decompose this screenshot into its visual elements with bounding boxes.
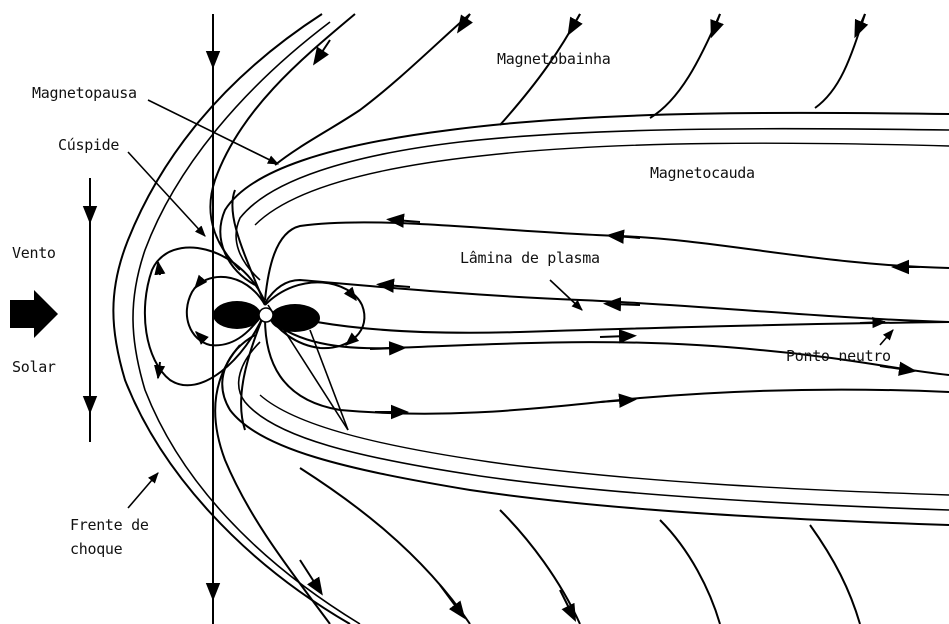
label-magnetobainha: Magnetobainha: [497, 50, 611, 68]
earth-icon: [213, 301, 320, 332]
label-cuspide: Cúspide: [58, 136, 119, 154]
right-arrow-icon: [10, 290, 58, 338]
tail-line-upper-1: [265, 222, 949, 300]
label-ponto-neutro: Ponto neutro: [786, 347, 891, 365]
label-magnetopausa: Magnetopausa: [32, 84, 137, 102]
label-vento: Vento: [12, 244, 56, 262]
frente-pointer: [128, 473, 158, 508]
label-lamina: Lâmina de plasma: [460, 249, 600, 267]
sheath-line-lower-1: [215, 345, 330, 624]
sheath-line-lower-4: [660, 520, 720, 624]
sheath-line-upper-4: [650, 14, 720, 118]
sheath-line-lower-5: [810, 525, 860, 624]
sheath-line-lower-2: [300, 468, 470, 624]
sheath-line-upper-5: [815, 14, 865, 108]
label-frente-line1: Frente de: [70, 516, 149, 534]
ponto-neutro-pointer: [880, 330, 893, 345]
sheath-line-upper-3: [500, 14, 580, 125]
label-frente-line2: choque: [70, 540, 122, 558]
tail-line-center: [265, 310, 949, 333]
tail-line-lower-2: [265, 318, 949, 414]
cusp-line-lower: [241, 312, 265, 430]
tail-line-upper-2: [265, 280, 949, 322]
lamina-pointer: [550, 280, 582, 310]
label-magnetocauda: Magnetocauda: [650, 164, 755, 182]
label-solar: Solar: [12, 358, 56, 376]
